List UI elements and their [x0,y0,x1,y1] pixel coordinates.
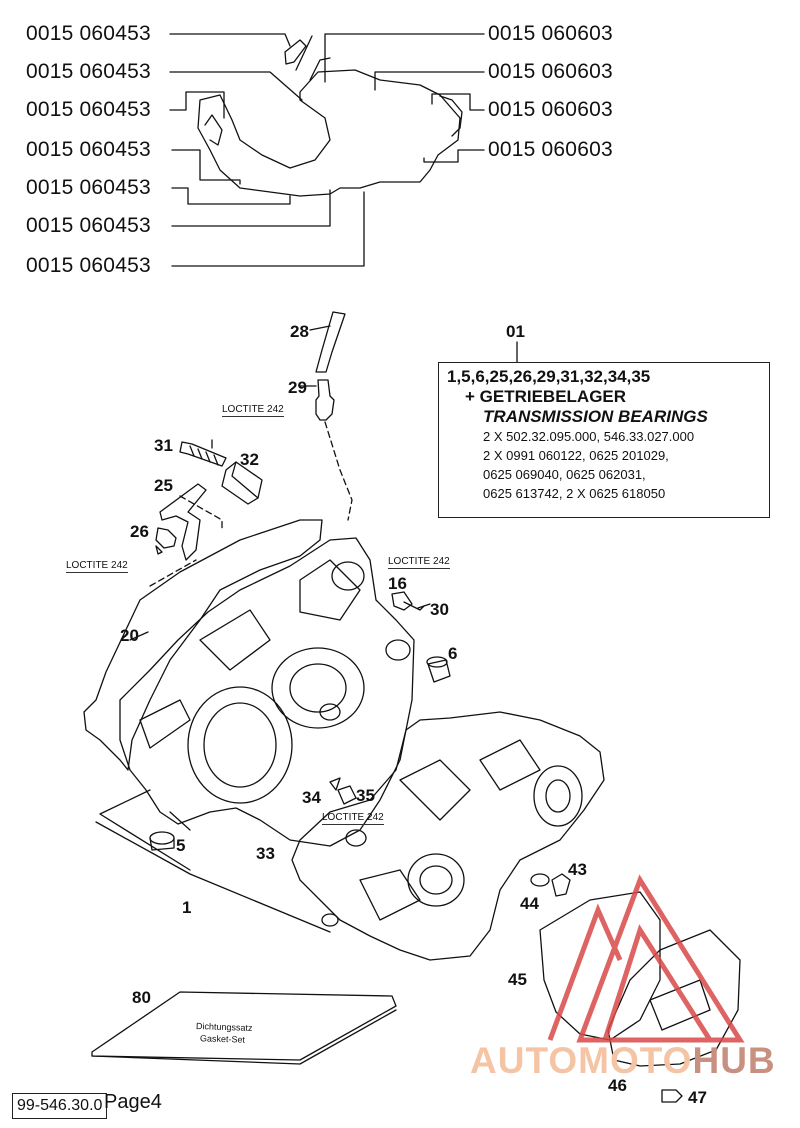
loctite-label-mid: LOCTITE 242 [322,812,384,825]
gasket-pn-left-7: 0015 060453 [26,254,151,277]
callout-80: 80 [132,988,151,1007]
callout-6: 6 [448,644,458,663]
cylinder-base-gasket [197,69,461,197]
gasket-pn-left-4: 0015 060453 [26,138,151,161]
callout-35: 35 [356,786,375,805]
watermark-part1: AUTOMOTO [470,1040,693,1081]
booklet-subtitle: Gasket-Set [199,1033,246,1045]
loctite-label-left: LOCTITE 242 [66,560,128,573]
gasket-pn-left-6: 0015 060453 [26,214,151,237]
callout-43: 43 [568,860,587,879]
gasket-pn-right-2: 0015 060603 [488,60,613,83]
hose-fitting [315,379,335,421]
loctite-label-top: LOCTITE 242 [222,404,284,417]
gasket-pn-right-4: 0015 060603 [488,138,613,161]
callout-28: 28 [290,322,309,341]
bearing-6 [427,659,451,683]
right-crankcase-half [291,711,605,961]
left-crankcase-half [119,537,415,847]
callout-25: 25 [154,476,173,495]
kit-detail-line: 2 X 502.32.095.000, 546.33.027.000 [483,429,695,444]
callout-29: 29 [288,378,307,397]
breather-hose [315,311,346,373]
page-number: Page4 [104,1091,162,1113]
crankcase-gasket-20 [83,519,323,771]
watermark-logo-icon [547,874,745,1043]
kit-bearings-line: TRANSMISSION BEARINGS [483,407,708,426]
bolt-31 [179,441,227,467]
callout-30: 30 [430,600,449,619]
kit-detail-line: 2 X 0991 060122, 0625 201029, [483,448,669,463]
callout-31: 31 [154,436,173,455]
callout-26: 26 [130,522,149,541]
loctite-label-right: LOCTITE 242 [388,556,450,569]
callout-1: 1 [182,898,192,917]
callout-45: 45 [508,970,527,989]
document-code: 99-546.30.0 [12,1093,108,1119]
callout-33: 33 [256,844,275,863]
kit-detail-line: 0625 613742, 2 X 0625 618050 [483,486,666,501]
clutch-cover-gasket-45 [539,891,661,1041]
clutch-cover-46 [607,929,741,1067]
kit-plus-line: + GETRIEBELAGER [465,387,627,406]
gasket-pn-left-1: 0015 060453 [26,22,151,45]
callout-34: 34 [302,788,321,807]
callout-46: 46 [608,1076,627,1095]
kit-items-line: 1,5,6,25,26,29,31,32,34,35 [447,367,651,386]
gasket-pn-left-5: 0015 060453 [26,176,151,199]
callout-47: 47 [688,1088,707,1107]
watermark-text: AUTOMOTOHUB [470,1040,776,1082]
kit-detail-line: 0625 069040, 0625 062031, [483,467,646,482]
callout-01: 01 [506,322,525,341]
gasket-pn-right-1: 0015 060603 [488,22,613,45]
gasket-pn-right-3: 0015 060603 [488,98,613,121]
bracket-25 [159,483,207,561]
callout-20: 20 [120,626,139,645]
kit-contents-box: 1,5,6,25,26,29,31,32,34,35 + GETRIEBELAG… [438,362,770,518]
callout-32: 32 [240,450,259,469]
gasket-pn-left-2: 0015 060453 [26,60,151,83]
booklet-title: Dichtungssatz [195,1021,253,1033]
watermark-part2: HUB [692,1040,776,1081]
gasket-pn-left-3: 0015 060453 [26,98,151,121]
callout-44: 44 [520,894,539,913]
callout-5: 5 [176,836,186,855]
bearing-5 [149,831,175,845]
callout-16: 16 [388,574,407,593]
